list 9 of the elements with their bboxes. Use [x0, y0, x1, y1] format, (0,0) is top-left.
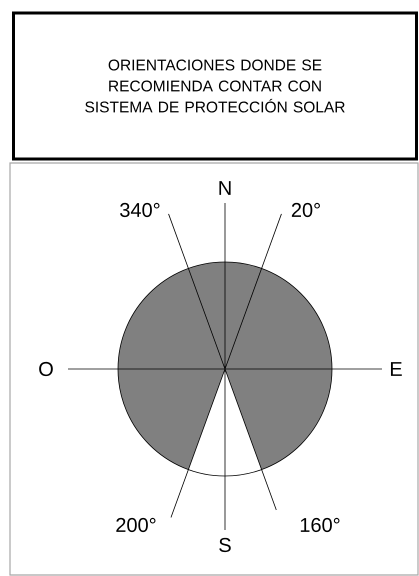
- compass-letter: S: [219, 538, 231, 552]
- title-box: ORIENTACIONES DONDE SE RECOMIENDA CONTAR CON SISTEMA DE PROTECCIÓN SOLAR: [12, 12, 418, 160]
- degree-label: 200°: [116, 518, 156, 532]
- compass-letter: E: [390, 362, 402, 376]
- degree-label: 340°: [120, 202, 160, 218]
- compass-letter: N: [219, 181, 231, 195]
- degree-label: 160°: [300, 518, 340, 532]
- degree-label: 20°: [292, 202, 320, 218]
- compass-letter: O: [39, 362, 53, 376]
